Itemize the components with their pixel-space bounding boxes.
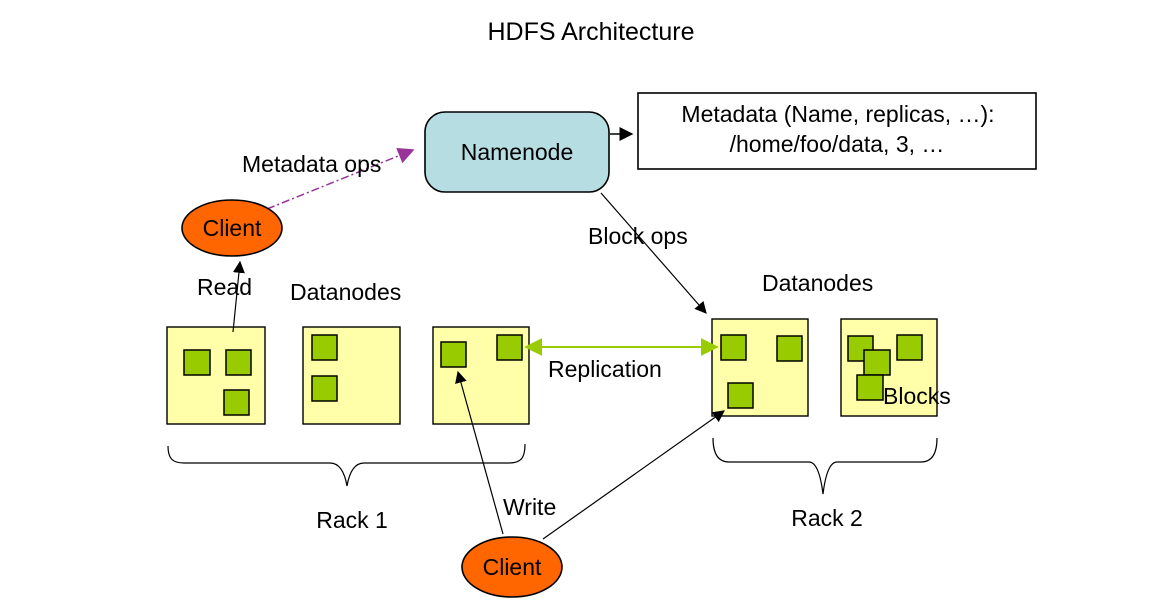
rack2-brace	[712, 437, 938, 495]
diagram-title: HDFS Architecture	[487, 18, 694, 46]
block-square	[727, 382, 754, 409]
namenode-label: Namenode	[461, 139, 574, 165]
block-square	[183, 349, 211, 376]
block-square	[440, 341, 467, 368]
block-square	[311, 334, 338, 361]
metadata-ops-arrow	[266, 147, 415, 210]
block-square	[856, 374, 884, 401]
replication-label: Replication	[548, 356, 662, 382]
rack1-datanodes	[166, 326, 530, 425]
client-bottom-ellipse	[461, 536, 563, 598]
block-square	[225, 349, 252, 376]
namenode-box	[424, 111, 610, 193]
write-arrow-rack1	[455, 370, 504, 535]
metadata-ops-label: Metadata ops	[242, 151, 381, 177]
client-bottom-label: Client	[483, 554, 542, 580]
rack2-datanodes	[711, 318, 938, 417]
blocks-label: Blocks	[883, 383, 951, 409]
read-label: Read	[197, 274, 252, 300]
client-top-ellipse	[181, 199, 283, 257]
block-ops-arrow	[600, 192, 707, 314]
block-square	[720, 334, 747, 361]
block-square	[311, 375, 338, 402]
block-square	[776, 335, 803, 362]
metadata-box	[637, 92, 1037, 170]
block-square	[223, 389, 250, 416]
metadata-box-line1: Metadata (Name, replicas, …):	[681, 101, 994, 127]
write-arrow-rack2	[542, 410, 725, 540]
block-square	[896, 334, 923, 361]
write-label: Write	[503, 494, 556, 520]
rack1-brace	[167, 443, 526, 487]
datanodes-right-label: Datanodes	[762, 270, 873, 296]
block-square	[863, 349, 891, 376]
client-top-label: Client	[203, 215, 262, 241]
rack2-label: Rack 2	[791, 505, 863, 531]
datanodes-left-label: Datanodes	[290, 279, 401, 305]
read-arrow	[232, 260, 245, 333]
block-ops-label: Block ops	[588, 223, 688, 249]
metadata-box-line2: /home/foo/data, 3, …	[730, 131, 945, 157]
block-square	[496, 334, 523, 361]
rack1-label: Rack 1	[316, 507, 388, 533]
block-square	[847, 335, 874, 362]
datanode-square	[711, 318, 809, 417]
